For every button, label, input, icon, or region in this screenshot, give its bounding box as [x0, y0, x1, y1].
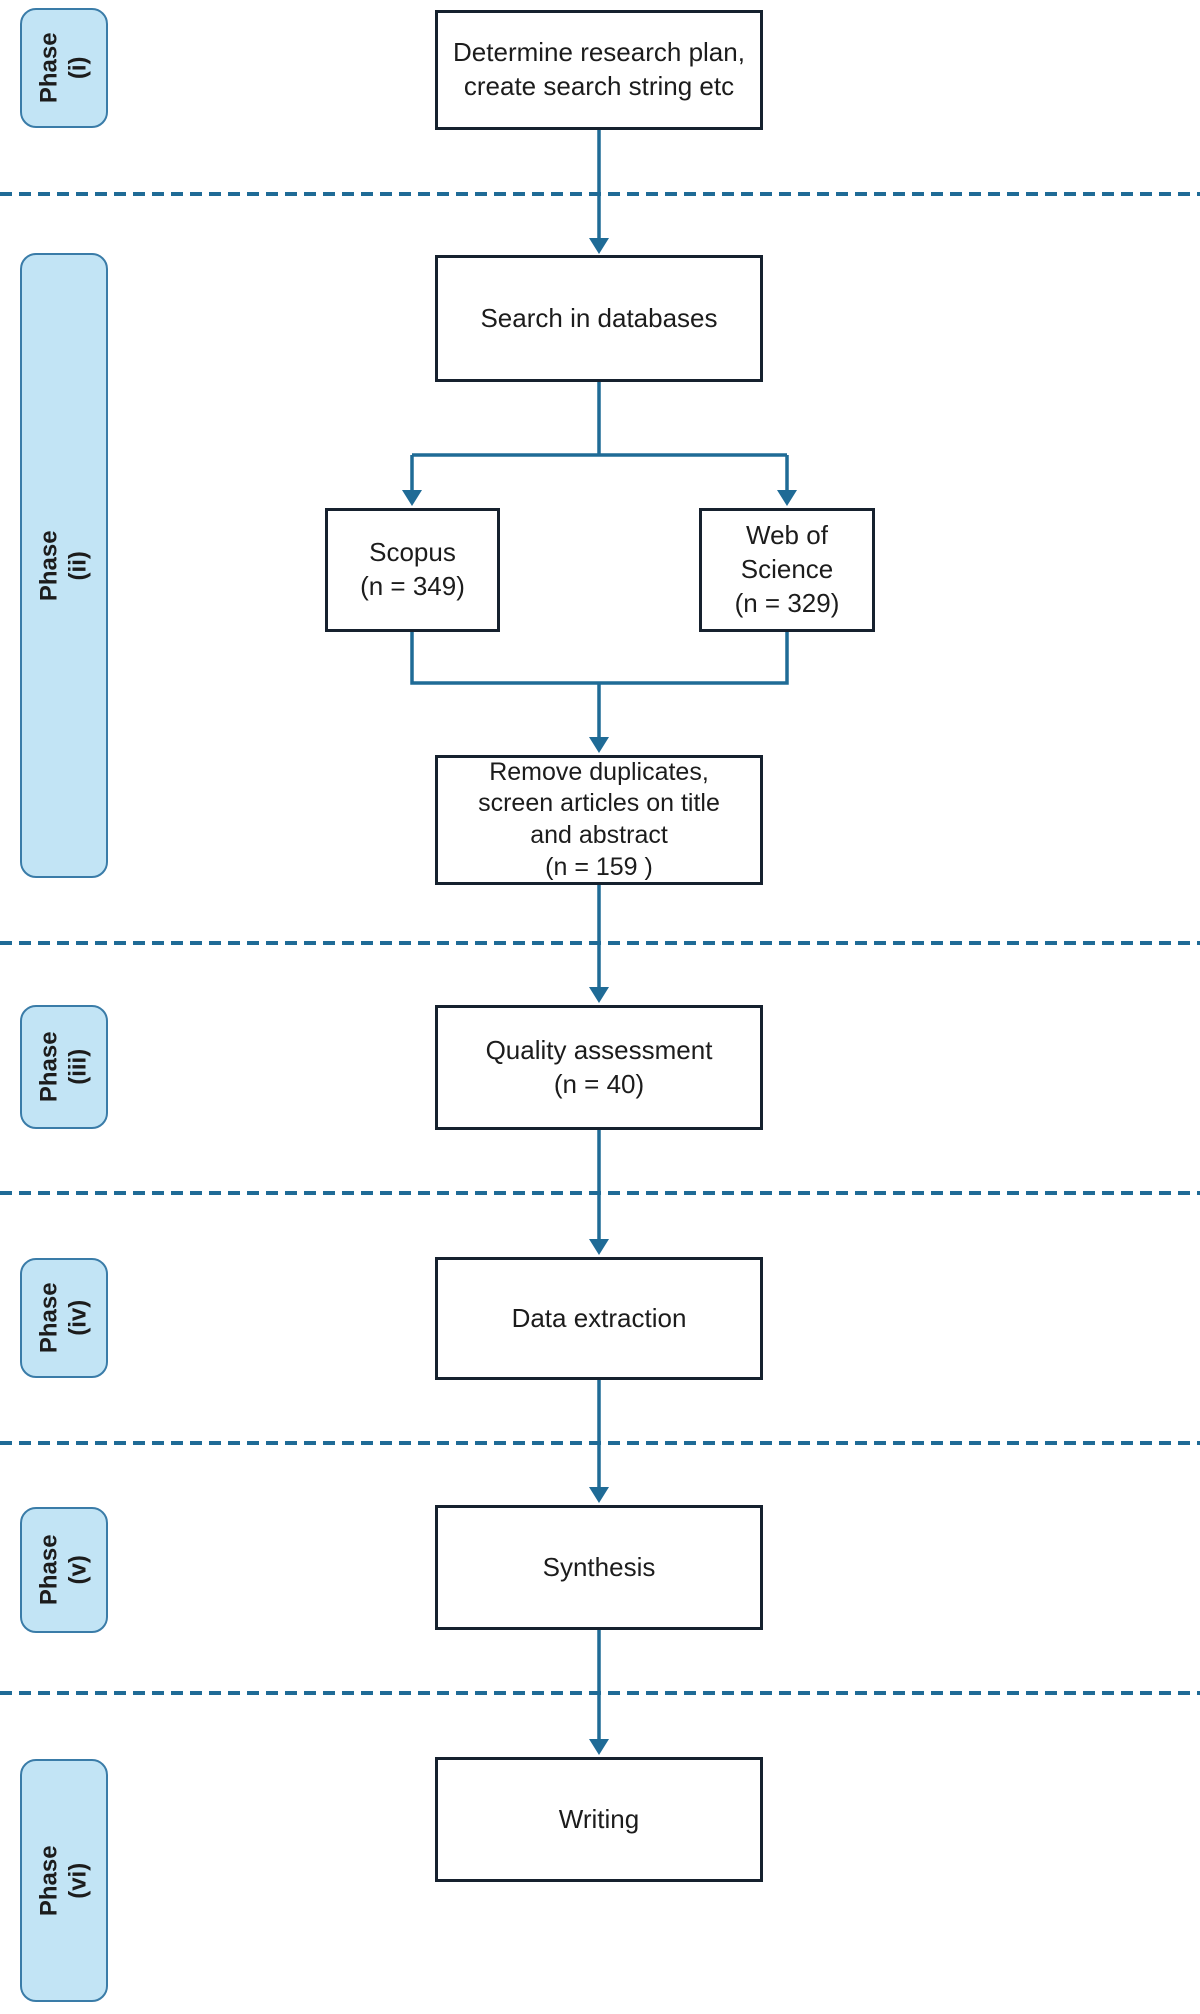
phase-label-iv-text: Phase (iv) [35, 1282, 91, 1354]
arrow-databases-to-screening [410, 632, 789, 753]
phase-label-ii-text: Phase (ii) [35, 530, 91, 601]
arrow-extraction-to-synthesis [589, 1380, 609, 1503]
phase-label-vi: Phase (vi) [20, 1759, 108, 2002]
node-search-databases-label: Search in databases [480, 302, 718, 333]
arrow-screening-to-quality [589, 885, 609, 1003]
node-web-of-science-label: Web of Science (n = 329) [734, 520, 840, 618]
phase-label-vi-text: Phase (vi) [35, 1845, 91, 1916]
node-synthesis-label: Synthesis [542, 1551, 656, 1582]
node-search-databases: Search in databases [435, 255, 763, 382]
node-scopus: Scopus (n = 349) [325, 508, 500, 632]
node-scopus-label: Scopus (n = 349) [360, 537, 465, 601]
phase-label-v: Phase (v) [20, 1507, 108, 1633]
node-data-extraction-label: Data extraction [511, 1302, 687, 1333]
node-screening: Remove duplicates, screen articles on ti… [435, 755, 763, 885]
node-web-of-science: Web of Science (n = 329) [699, 508, 875, 632]
node-data-extraction: Data extraction [435, 1257, 763, 1380]
node-research-plan-label: Determine research plan, create search s… [453, 37, 745, 101]
node-quality-assessment: Quality assessment (n = 40) [435, 1005, 763, 1130]
node-writing: Writing [435, 1757, 763, 1882]
arrow-synthesis-to-writing [589, 1630, 609, 1755]
node-research-plan: Determine research plan, create search s… [435, 10, 763, 130]
phase-label-iv: Phase (iv) [20, 1258, 108, 1378]
phase-label-i: Phase (i) [20, 8, 108, 128]
phase-label-iii: Phase (iii) [20, 1005, 108, 1129]
phase-label-v-text: Phase (v) [35, 1534, 91, 1606]
arrow-quality-to-extraction [589, 1130, 609, 1255]
phase-label-i-text: Phase (i) [35, 32, 91, 104]
node-synthesis: Synthesis [435, 1505, 763, 1630]
arrow-search-to-databases [402, 382, 797, 506]
node-screening-label: Remove duplicates, screen articles on ti… [478, 757, 720, 881]
node-quality-assessment-label: Quality assessment (n = 40) [485, 1034, 713, 1099]
node-writing-label: Writing [558, 1803, 640, 1834]
arrow-plan-to-search [589, 130, 609, 254]
phase-label-ii: Phase (ii) [20, 253, 108, 878]
phase-label-iii-text: Phase (iii) [35, 1031, 91, 1103]
